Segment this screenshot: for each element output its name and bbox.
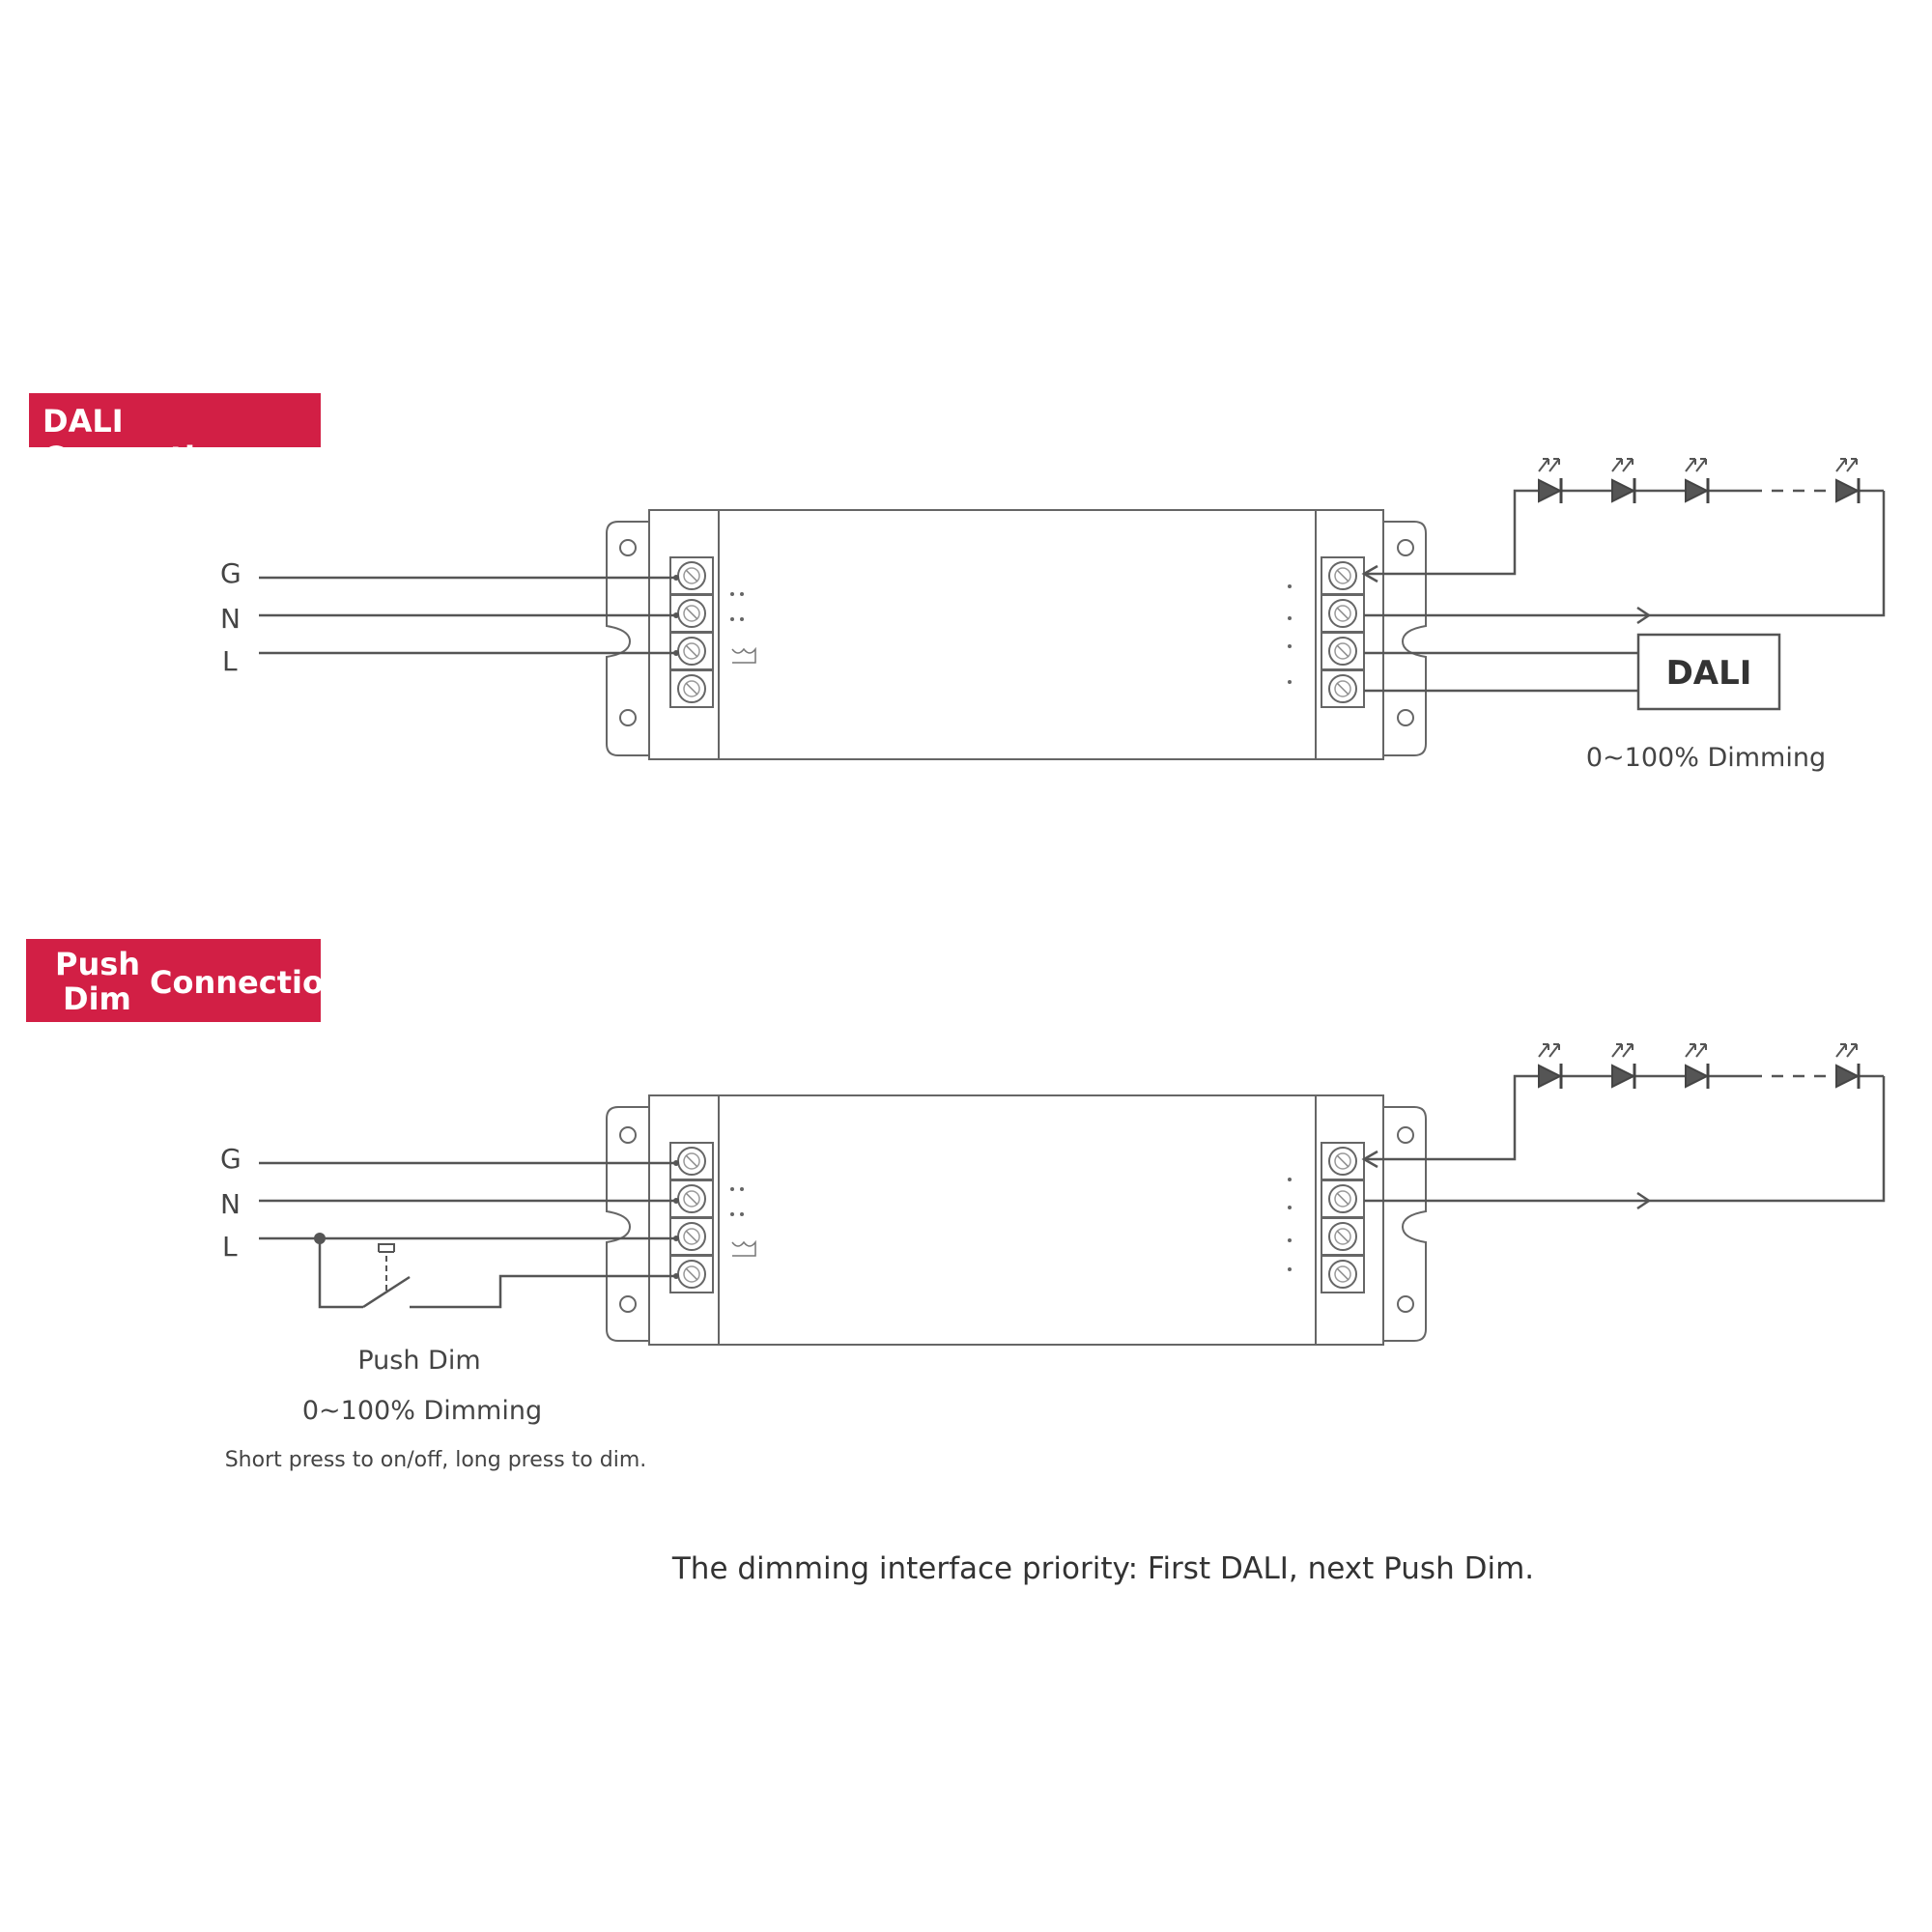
push-button-icon — [378, 1243, 395, 1291]
led-icon — [1834, 1042, 1861, 1091]
push-right-terminals — [1321, 1142, 1365, 1293]
dali-dimming-label: 0~100% Dimming — [1586, 743, 1826, 773]
dali-right-terminals — [1321, 556, 1365, 708]
push-input-wires — [259, 1161, 676, 1309]
push-dimming-label: 0~100% Dimming — [302, 1396, 542, 1426]
led-icon — [1610, 457, 1636, 505]
led-icon — [1834, 457, 1861, 505]
dali-driver-marks — [730, 584, 1292, 684]
dali-input-n: N — [220, 603, 241, 635]
push-input-wire-dots — [314, 1160, 679, 1279]
led-icon — [1537, 457, 1563, 505]
dali-connection-title: DALI Connection — [29, 393, 321, 476]
push-switch-label: Push Dim — [357, 1346, 480, 1376]
dali-input-wires — [259, 576, 676, 655]
push-input-l: L — [222, 1231, 238, 1263]
dali-controller-label: DALI — [1666, 654, 1752, 693]
push-driver-marks — [730, 1178, 1292, 1271]
led-icon — [1684, 1042, 1710, 1091]
push-title-line1: Push — [55, 946, 141, 982]
push-title-line2: Dim — [63, 980, 131, 1017]
push-dim-connection-title: Push Dim Connection — [26, 939, 346, 1022]
push-input-n: N — [220, 1188, 241, 1220]
dali-controller-box — [1636, 633, 1781, 711]
led-icon — [1610, 1042, 1636, 1091]
dali-input-wire-dots — [673, 575, 679, 656]
dali-connection-title-text: DALI Connection — [43, 403, 239, 476]
push-title-word: Connection — [150, 964, 346, 1001]
dali-led-string — [1537, 457, 1861, 505]
push-led-string — [1537, 1042, 1861, 1091]
dali-driver — [606, 509, 1427, 760]
priority-note: The dimming interface priority: First DA… — [671, 1551, 1534, 1586]
dali-input-g: G — [220, 557, 242, 589]
push-instruction: Short press to on/off, long press to dim… — [225, 1448, 647, 1472]
dali-led-wiring — [1364, 489, 1886, 693]
led-icon — [1684, 457, 1710, 505]
push-led-wiring — [1364, 1074, 1886, 1203]
push-input-g: G — [220, 1143, 242, 1175]
led-icon — [1537, 1042, 1563, 1091]
push-driver — [606, 1094, 1427, 1346]
dali-input-l: L — [222, 645, 238, 677]
